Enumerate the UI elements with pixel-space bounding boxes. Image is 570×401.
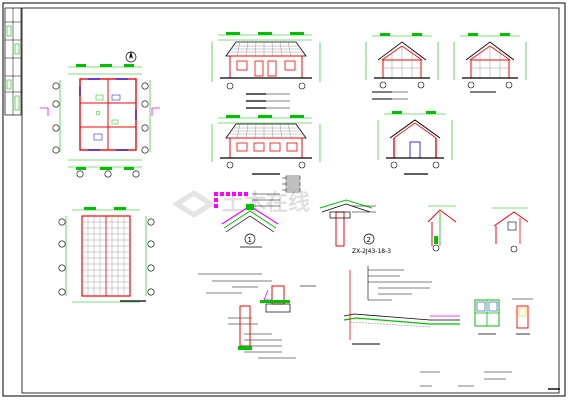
eave-detail-number: 2 bbox=[367, 236, 371, 244]
left-title-strip bbox=[4, 7, 22, 116]
roof-plan bbox=[58, 207, 155, 303]
ridge-detail: 1 bbox=[214, 175, 301, 248]
section-reference: ZX-2J43-18-3 bbox=[352, 248, 391, 255]
ridge-detail-number: 1 bbox=[248, 236, 252, 244]
sheet-frame bbox=[2, 2, 566, 397]
door-elevation bbox=[512, 298, 533, 335]
ramp-section bbox=[343, 266, 460, 345]
watermark-text: 土木在线 bbox=[222, 190, 310, 216]
gable-elevation-right bbox=[453, 33, 527, 93]
wall-foundation-detail bbox=[198, 273, 316, 359]
cross-section bbox=[377, 111, 453, 175]
title-block bbox=[420, 371, 560, 390]
roof-node-detail-b bbox=[492, 207, 529, 253]
eave-detail: 2 ZX-2J43-18-3 bbox=[319, 199, 391, 255]
front-elevation bbox=[211, 32, 321, 109]
rear-elevation bbox=[211, 115, 321, 175]
watermark: 土木在线 bbox=[172, 190, 310, 218]
window-elevation bbox=[474, 299, 500, 335]
ground-floor-plan bbox=[40, 51, 160, 178]
gable-elevation-left bbox=[365, 33, 439, 100]
roof-node-detail-a bbox=[427, 205, 457, 252]
